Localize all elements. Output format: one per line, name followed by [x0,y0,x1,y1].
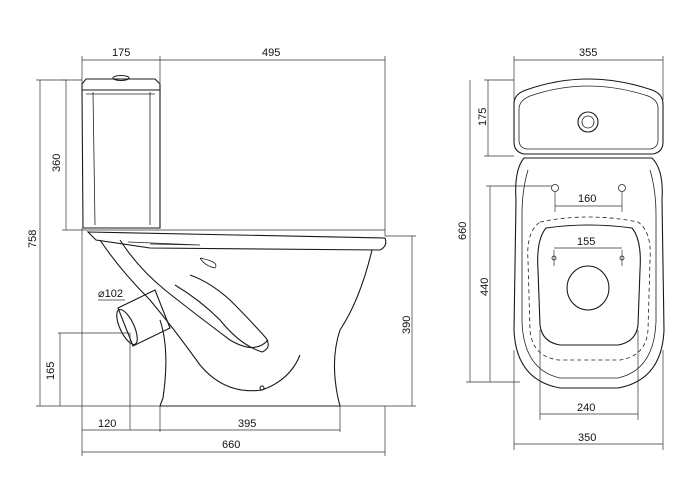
top-view [513,78,665,389]
dim-outlet-offset: 120 [98,418,116,430]
side-view [81,74,387,407]
flush-button-inner [581,115,595,129]
dim-bowl-width: 350 [578,432,596,444]
trap-outer [99,239,301,392]
seat-hole-right [618,184,626,192]
cistern-body [81,89,161,229]
dim-overall-height: 758 [27,230,39,248]
bowl-inner-top [521,169,657,379]
trap-inner [119,239,269,349]
bowl-rim [86,231,387,251]
dim-tank-width-depth: 175 [477,108,489,126]
tank-top-inner [518,85,659,150]
dim-tank-height: 360 [51,154,63,172]
dim-seat-hole-spacing: 160 [578,193,596,205]
tank-top [513,78,664,155]
dim-overall-length: 660 [222,439,240,451]
bowl-outline-top [513,157,665,389]
top-dimensions: 355 175 660 440 160 155 240 350 [457,47,664,450]
rim-inner [127,241,201,246]
bowl-drain-top [566,265,610,311]
dim-tank-depth: 175 [112,47,130,59]
dim-inner-hole-spacing: 155 [577,236,595,248]
flush-button-side [112,74,130,82]
dim-overall-width: 355 [579,47,597,59]
seat-opening [537,224,641,346]
dim-rim-height: 390 [401,316,413,334]
dim-base-width: 240 [577,402,595,414]
trap-channel [174,274,269,353]
seat-hole-left [551,184,559,192]
outlet-opening [116,308,138,346]
dim-outlet-diameter: ⌀102 [98,288,123,300]
drain-hole [259,385,265,391]
bowl-outer [159,249,373,407]
flush-button-top [577,111,599,133]
dim-bowl-depth: 440 [479,278,491,296]
side-dimensions: 175 495 360 758 165 ⌀102 120 395 660 390 [27,47,416,456]
cistern-inner-line [92,91,151,226]
dim-bowl-projection: 495 [262,47,280,59]
seat-dashed-outline [527,216,651,361]
outlet-collar [117,289,171,347]
dim-base-length: 395 [238,418,256,430]
dim-outlet-height: 165 [45,362,57,380]
water-seal [199,257,217,269]
dim-overall-depth: 660 [457,222,469,240]
